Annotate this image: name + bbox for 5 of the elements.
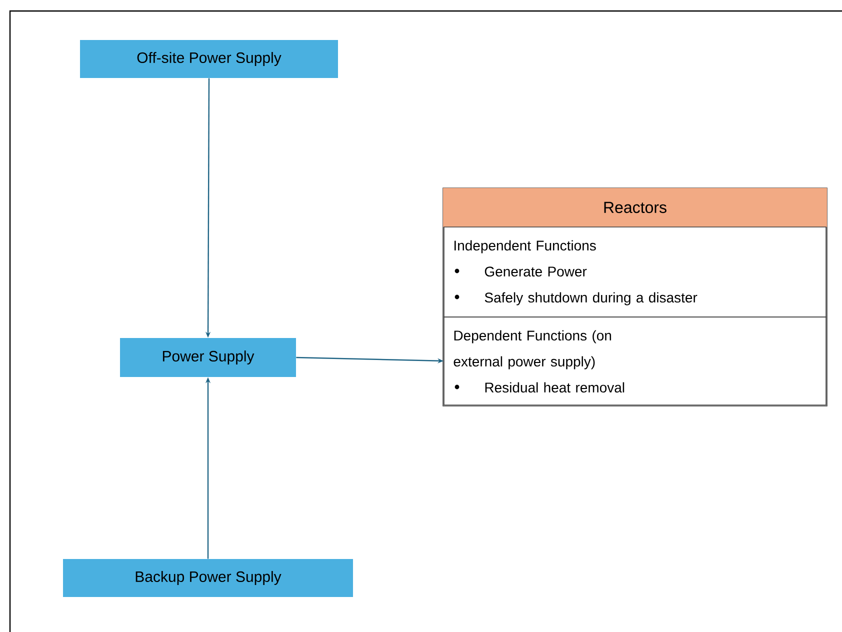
process-box: Backup Power Supply (63, 559, 353, 597)
function-box: Dependent Functions (on external power supply) Residual heat removal (444, 316, 826, 406)
process-box: Power Supply (120, 338, 296, 377)
function-box: Independent Functions Generate Power Safely shutdown during a disaster (444, 226, 826, 318)
process-box: Off-site Power Supply (80, 40, 338, 78)
